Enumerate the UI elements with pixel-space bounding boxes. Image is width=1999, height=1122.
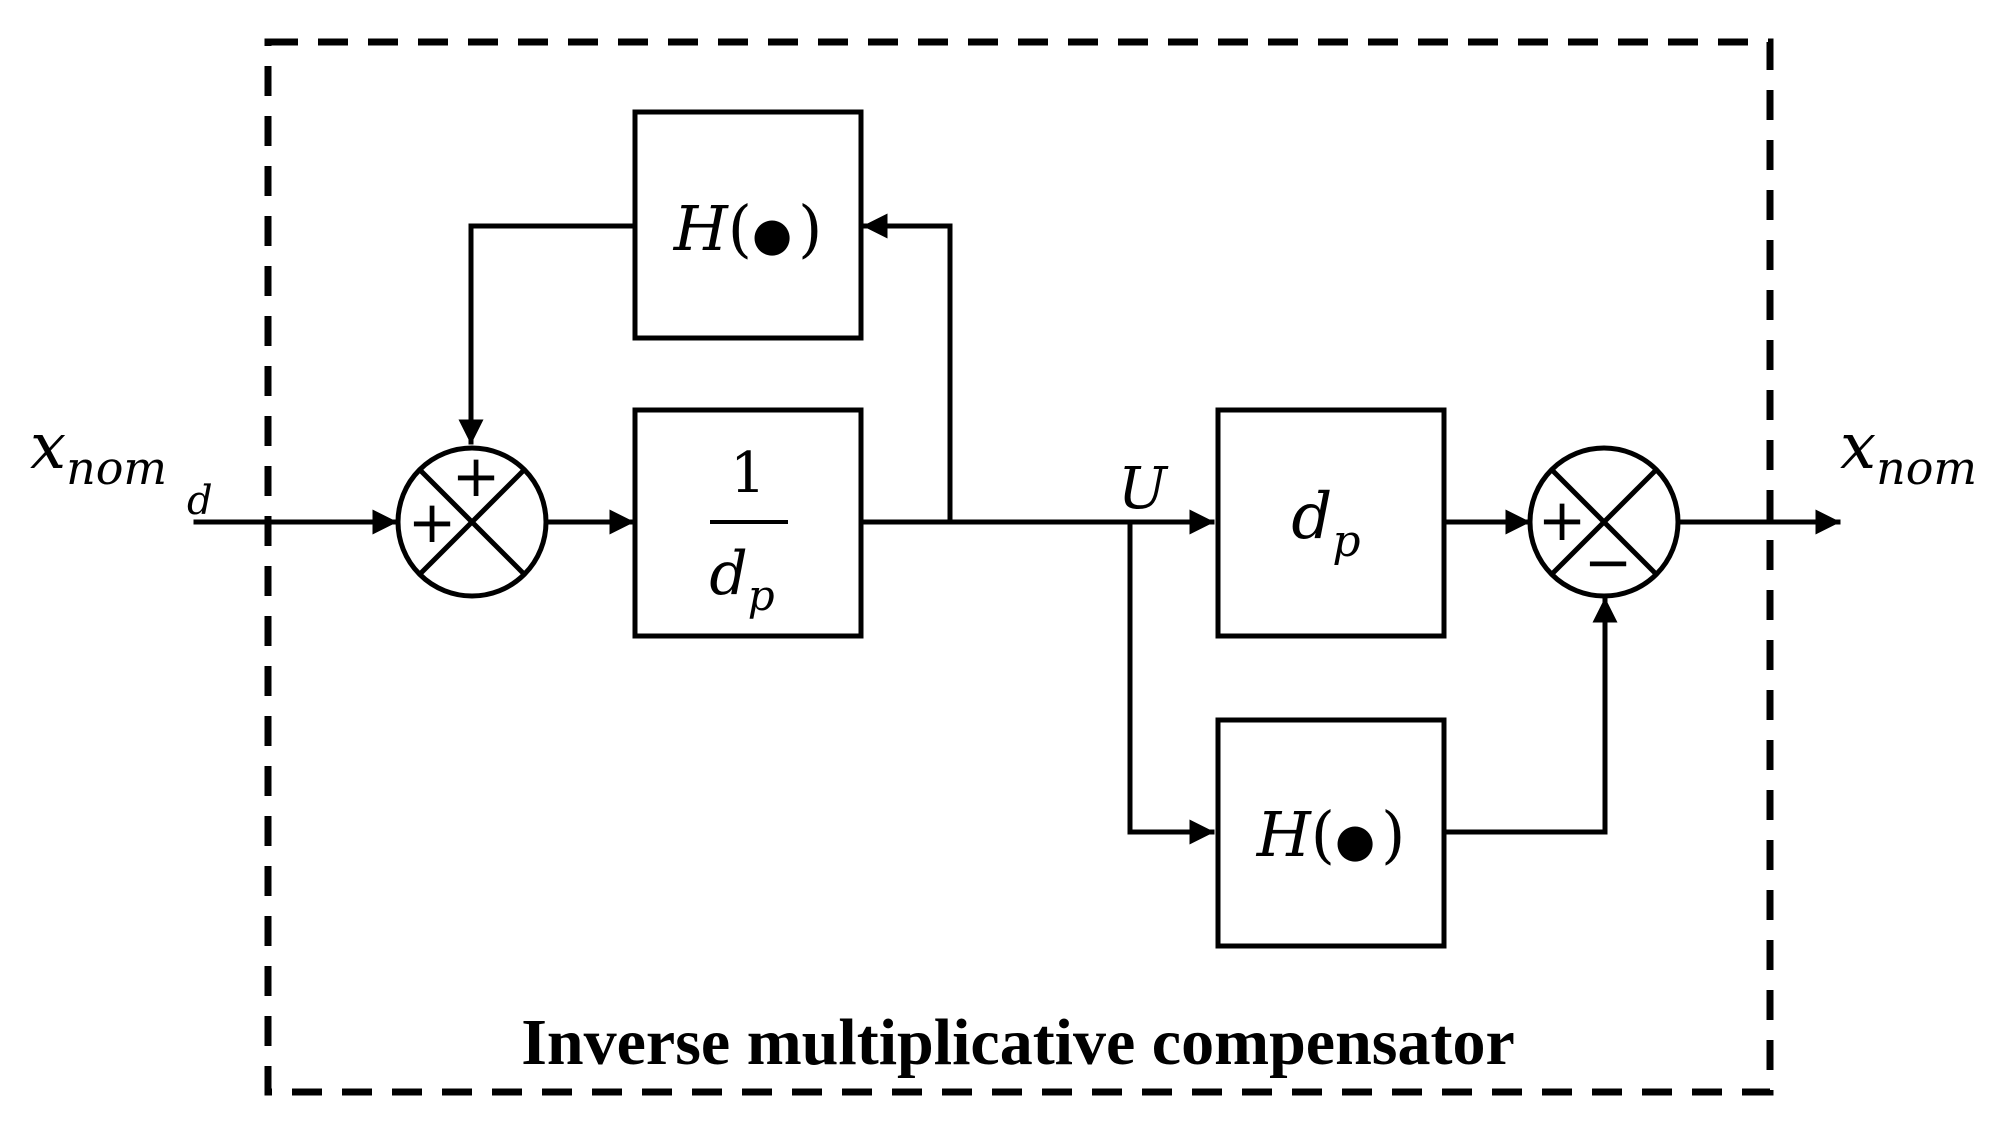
parallel-h-block [1215, 717, 1447, 949]
compensator-boundary [264, 38, 1774, 1096]
gain-dp-label: dp [1291, 480, 1360, 567]
feedback-h-label: H(●) [673, 192, 823, 265]
inverse-denominator: dp [709, 539, 774, 620]
parallel-h-close: ) [1381, 798, 1405, 871]
input-symbol: x [30, 410, 66, 484]
output-label: xnom [1840, 410, 1977, 495]
input-suffix: d [187, 478, 213, 524]
gain-dp-block [1215, 407, 1447, 639]
parallel-h-func: H [1256, 798, 1313, 871]
gain-dp-symbol: d [1291, 480, 1332, 554]
sum1-left-sign: + [408, 488, 457, 556]
summing-junction-2 [1527, 445, 1681, 599]
inverse-denominator-symbol: d [709, 539, 747, 609]
feedback-h-close: ) [798, 192, 822, 265]
signal-wires [193, 213, 1841, 845]
feedback-h-block [632, 109, 864, 341]
gain-dp-subscript: p [1332, 516, 1360, 567]
inverse-denominator-subscript: p [748, 571, 775, 620]
diagram-title: Inverse multiplicative compensator [521, 1006, 1515, 1079]
output-symbol: x [1840, 410, 1876, 484]
summing-junction-1 [395, 445, 549, 599]
feedback-h-open: ( [728, 192, 752, 265]
feedback-h-dot: ● [752, 207, 792, 261]
parallel-h-open: ( [1311, 798, 1335, 871]
parallel-h-label: H(●) [1256, 798, 1406, 871]
input-label: xnomd [30, 410, 213, 524]
sum1-top-sign: + [452, 442, 501, 510]
signal-u-label: U [1118, 454, 1169, 522]
sum2-left-sign: + [1538, 486, 1587, 554]
input-subscript: nom [66, 441, 167, 495]
sum2-bottom-sign: − [1584, 528, 1633, 596]
parallel-h-dot: ● [1335, 813, 1375, 867]
feedback-h-func: H [673, 192, 730, 265]
output-subscript: nom [1876, 441, 1977, 495]
inverse-numerator: 1 [730, 441, 766, 506]
